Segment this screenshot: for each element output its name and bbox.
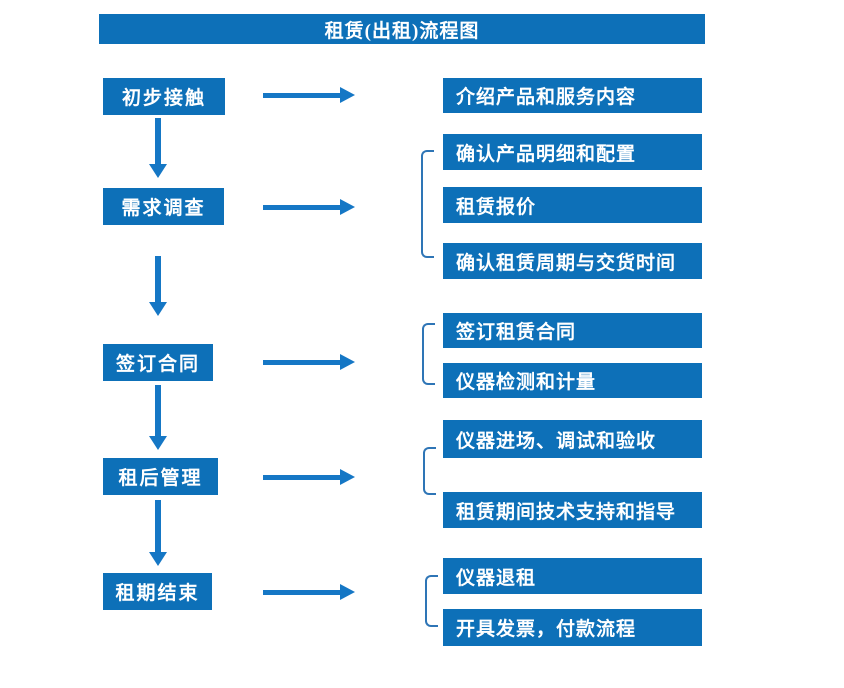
output-box-introduce-products: 介绍产品和服务内容 — [443, 78, 702, 113]
arrow-shaft — [263, 590, 341, 595]
arrow-shaft — [263, 93, 341, 98]
output-box-confirm-product-details: 确认产品明细和配置 — [443, 134, 702, 170]
output-box-confirm-rental-period: 确认租赁周期与交货时间 — [443, 243, 702, 279]
arrow-head — [149, 552, 167, 566]
arrow-head — [340, 469, 355, 485]
group-bracket-icon — [421, 150, 434, 258]
output-box-instrument-testing: 仪器检测和计量 — [443, 363, 702, 398]
stage-box-sign-contract: 签订合同 — [103, 344, 213, 381]
output-box-instrument-return: 仪器退租 — [443, 558, 702, 594]
arrow-shaft — [155, 256, 161, 303]
output-box-technical-support: 租赁期间技术支持和指导 — [443, 492, 702, 528]
stage-box-rental-end: 租期结束 — [103, 573, 212, 610]
arrow-down-icon — [149, 500, 168, 566]
arrow-shaft — [263, 205, 341, 210]
arrow-right-icon — [263, 199, 355, 215]
arrow-head — [340, 354, 355, 370]
arrow-head — [340, 87, 355, 103]
arrow-shaft — [155, 118, 161, 165]
arrow-shaft — [155, 500, 161, 553]
output-box-rental-quotation: 租赁报价 — [443, 187, 702, 223]
arrow-right-icon — [263, 469, 355, 485]
stage-box-demand-survey: 需求调查 — [103, 188, 224, 225]
arrow-head — [149, 436, 167, 450]
arrow-right-icon — [263, 354, 355, 370]
output-box-invoice-payment: 开具发票，付款流程 — [443, 609, 702, 646]
arrow-head — [340, 584, 355, 600]
arrow-head — [149, 302, 167, 316]
output-box-instrument-setup: 仪器进场、调试和验收 — [443, 420, 702, 458]
group-bracket-icon — [425, 575, 438, 627]
arrow-right-icon — [263, 584, 355, 600]
group-bracket-icon — [422, 323, 435, 385]
arrow-down-icon — [149, 256, 168, 316]
output-box-sign-rental-contract: 签订租赁合同 — [443, 313, 702, 348]
arrow-right-icon — [263, 87, 355, 103]
stage-box-initial-contact: 初步接触 — [103, 78, 225, 115]
group-bracket-icon — [423, 447, 436, 495]
arrow-shaft — [263, 360, 341, 365]
arrow-shaft — [263, 475, 341, 480]
arrow-head — [340, 199, 355, 215]
title-bar: 租赁(出租)流程图 — [99, 14, 705, 44]
arrow-shaft — [155, 385, 161, 437]
arrow-down-icon — [149, 118, 168, 178]
page-title: 租赁(出租)流程图 — [324, 20, 480, 42]
arrow-head — [149, 164, 167, 178]
arrow-down-icon — [149, 385, 168, 450]
stage-box-post-rental-mgmt: 租后管理 — [103, 458, 218, 495]
